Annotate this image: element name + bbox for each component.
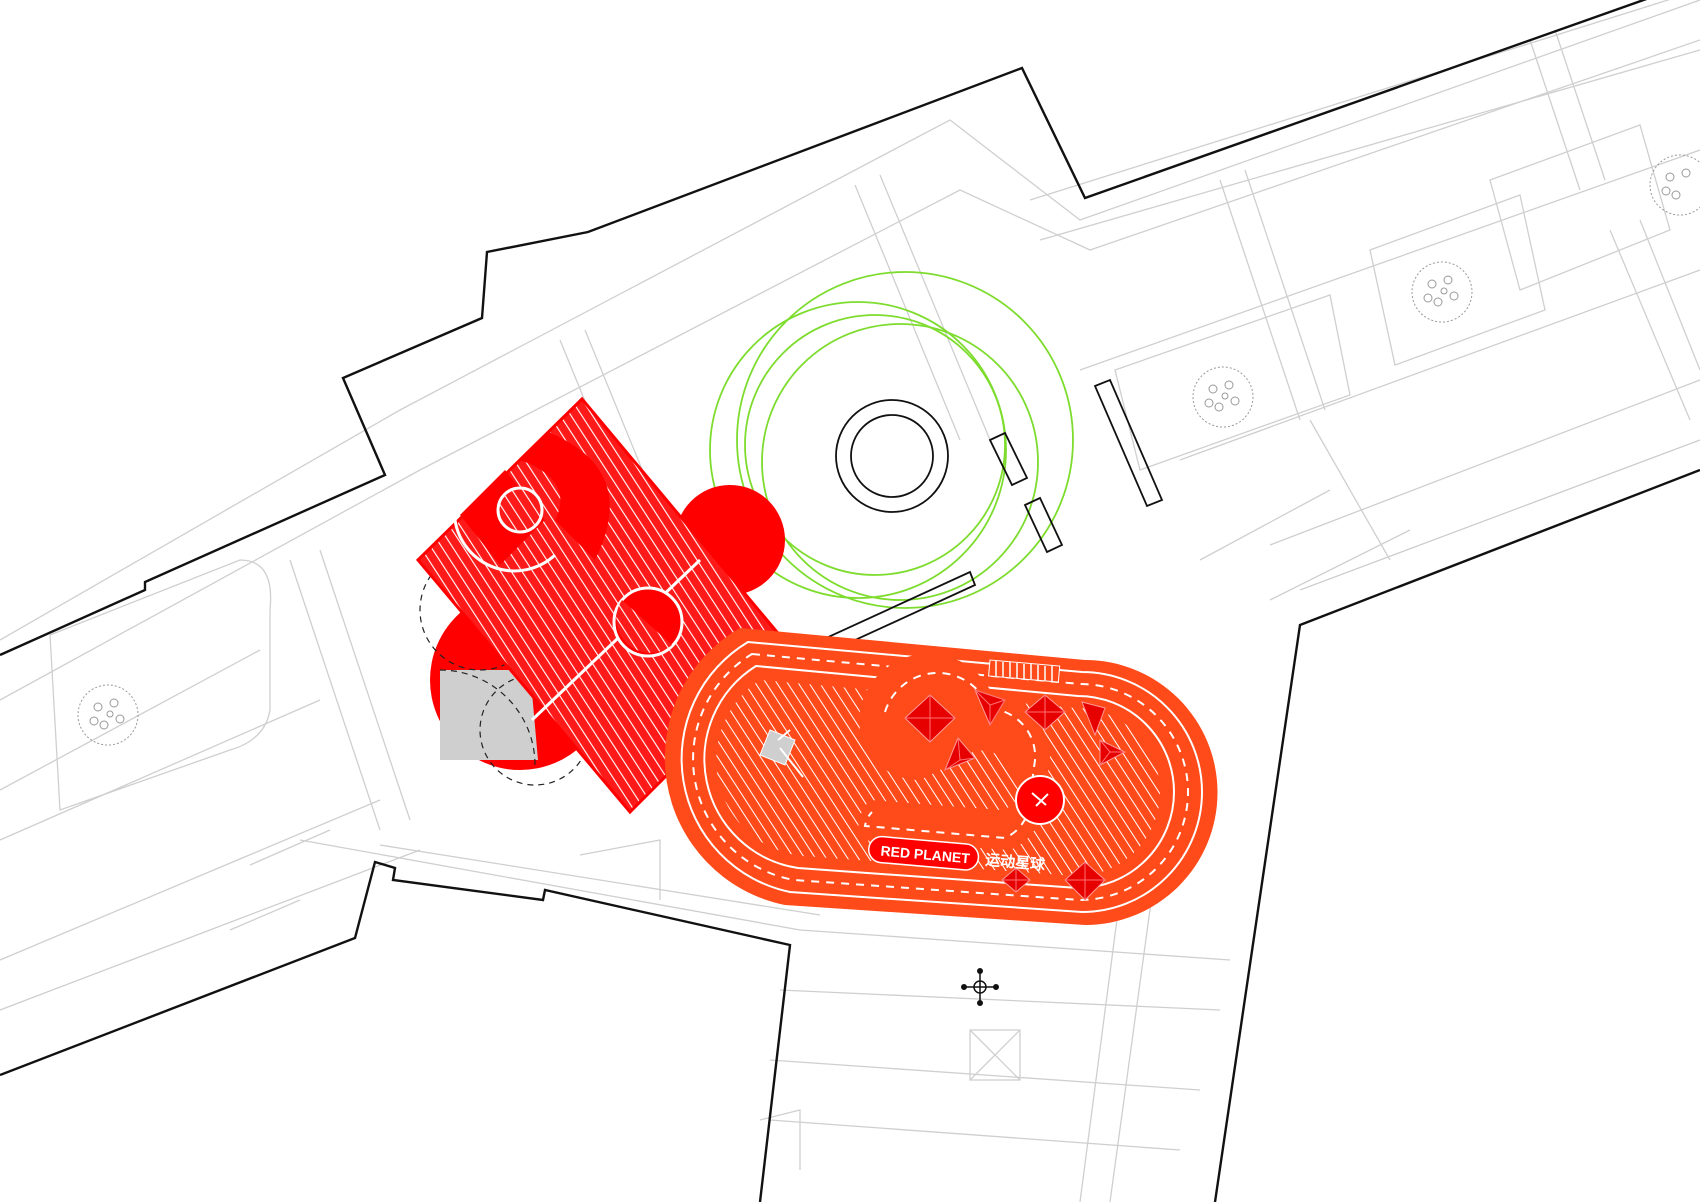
grey-pad — [440, 670, 538, 760]
pyramid-icon — [904, 694, 956, 743]
tree-icon — [1649, 154, 1700, 216]
tree-icon — [1411, 261, 1473, 323]
building-outline-south — [0, 860, 792, 1202]
compass-rose-icon — [961, 968, 999, 1006]
building-outline-east — [1213, 468, 1700, 1202]
running-track — [664, 628, 1218, 925]
pyramid-icon — [944, 737, 976, 771]
track-sign-chinese: 运动星球 — [984, 851, 1046, 874]
hoop — [759, 729, 804, 778]
pyramid-icon — [1099, 739, 1127, 766]
track-sign-brand: RED PLANET — [880, 843, 971, 867]
pyramid-icon — [974, 689, 1006, 727]
track-sign: RED PLANET 运动星球 — [868, 835, 1047, 874]
pyramid-icon — [1024, 694, 1066, 731]
fountain — [835, 399, 949, 513]
playground: RED PLANET 运动星球 — [415, 396, 1218, 925]
tree-icon — [1192, 366, 1254, 428]
crosswalk-icon — [988, 659, 1061, 683]
canopy-circles — [709, 271, 1074, 609]
pyramid-icon — [1001, 867, 1031, 893]
tree-icon — [77, 684, 139, 746]
building-outline-north — [0, 0, 1648, 657]
pyramid-icon — [1064, 861, 1106, 901]
pyramid-icon — [1081, 701, 1106, 737]
